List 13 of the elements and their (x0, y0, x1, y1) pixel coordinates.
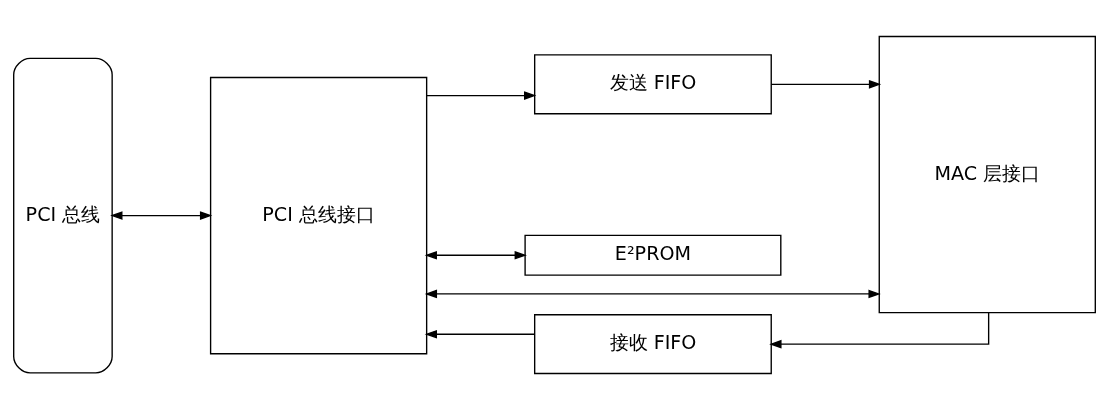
arrow (424, 329, 536, 339)
node-box: 发送 FIFO (534, 54, 772, 115)
node-box: 接收 FIFO (534, 314, 772, 375)
arrow (110, 211, 213, 220)
arrow (770, 80, 882, 89)
arrow (424, 289, 881, 299)
node-box: MAC 层接口 (878, 35, 1096, 314)
arrow (769, 312, 990, 349)
node-box: E²PROM (524, 234, 782, 276)
node-box: PCI 总线 (13, 57, 113, 374)
arrow (426, 91, 537, 100)
node-box: PCI 总线接口 (209, 76, 428, 355)
arrow (424, 250, 527, 260)
